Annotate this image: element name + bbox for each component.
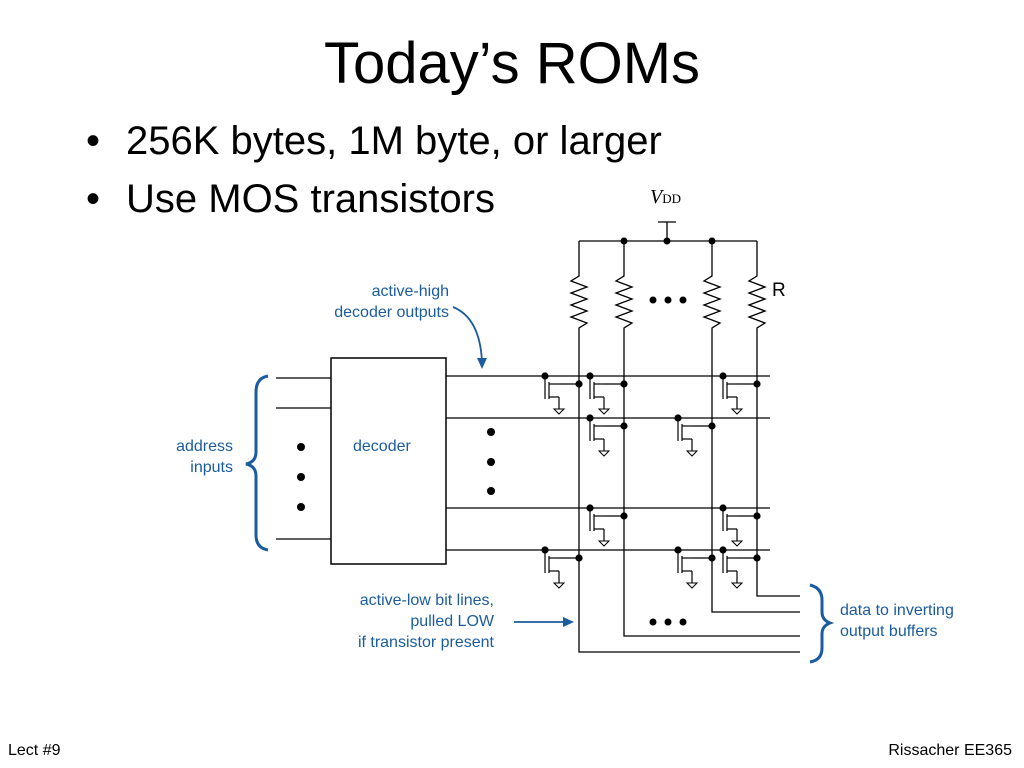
resistor-label: R [772,280,786,301]
bullet-dot-icon: • [86,119,101,163]
arrowhead-icon [477,358,487,369]
bullet-text: 256K bytes, 1M byte, or larger [126,119,662,163]
vdd-label: VDD [650,186,681,208]
decoder-outputs-label: active-high decoder outputs [334,283,449,321]
vertical-ellipsis-icon [297,443,305,511]
ellipsis-icon [649,296,687,304]
footer-course: Rissacher EE365 [888,742,1012,759]
pull-up-resistors [569,241,767,340]
bit-lines [578,340,800,653]
bullet-text: Use MOS transistors [126,177,495,221]
ellipsis-icon [649,618,687,626]
address-brace-icon [245,374,269,552]
address-input-lines [276,377,331,540]
vertical-ellipsis-icon [487,428,495,495]
bullet-item: • 256K bytes, 1M byte, or larger [86,112,662,170]
data-outputs-label: data to inverting output buffers [840,602,954,640]
bullet-dot-icon: • [86,177,101,221]
vdd-rail [579,221,757,245]
slide-title: Today’s ROMs [323,31,701,96]
decoder-box [330,357,447,565]
decoder-outputs-arrow-icon [452,306,483,363]
bit-lines-label: active-low bit lines, pulled LOW if tran… [357,592,494,651]
arrowhead-icon [563,617,574,627]
footer-lecture: Lect #9 [8,742,61,759]
transistor-array [541,372,761,589]
decoder-label: decoder [353,438,411,455]
output-brace-icon [809,583,835,664]
bullet-list: • 256K bytes, 1M byte, or larger • Use MOS… [86,112,662,228]
word-lines [446,375,770,551]
address-inputs-label: address inputs [176,438,233,476]
bullet-item: • Use MOS transistors [86,170,662,228]
